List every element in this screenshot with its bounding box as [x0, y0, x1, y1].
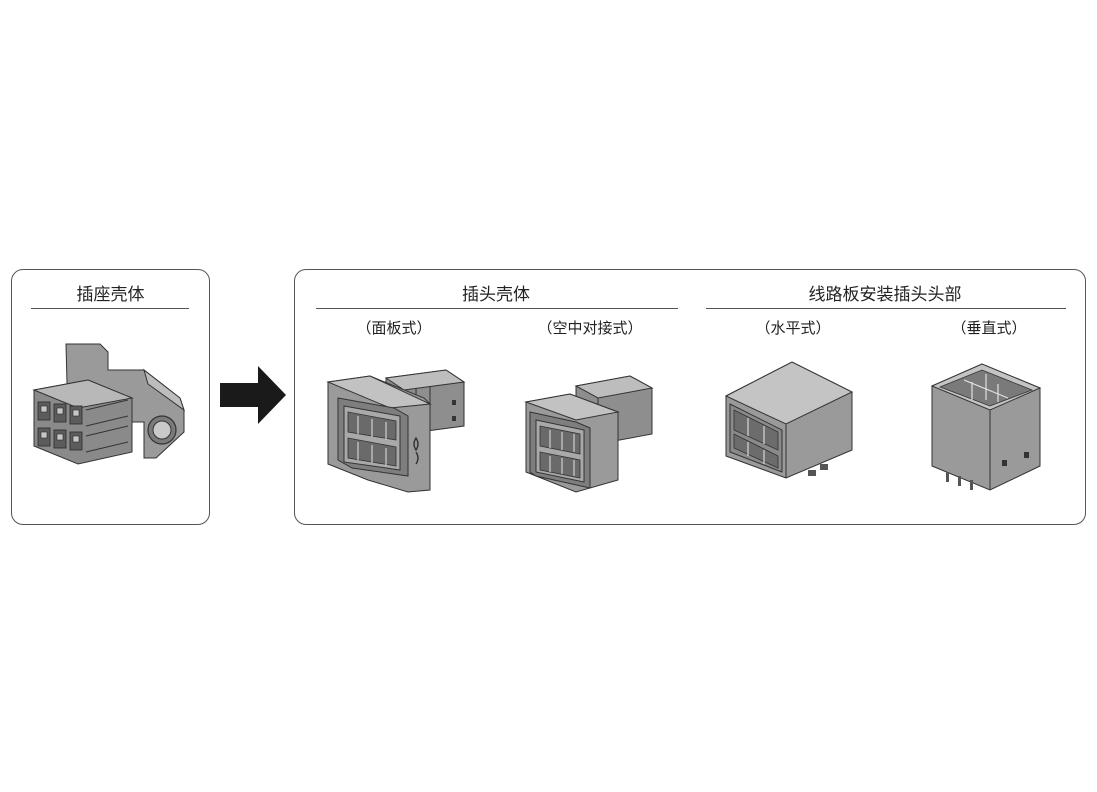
pcb-header-title-rule: [706, 308, 1066, 309]
right-arrow-icon: [220, 366, 288, 424]
receptacle-housing-image: [28, 340, 193, 470]
pcb-variant-horizontal-label: （水平式）: [755, 319, 831, 337]
plug-title: 插头壳体: [462, 285, 530, 305]
pcb-variant-vertical-label: （垂直式）: [951, 319, 1027, 337]
pcb-header-title: 线路板安装插头头部: [808, 285, 962, 305]
receptacle-title: 插座壳体: [76, 285, 145, 305]
plug-title-rule: [316, 308, 678, 309]
horizontal-pcb-header-image: [722, 360, 856, 480]
cable-mount-plug-image: [518, 372, 658, 494]
vertical-pcb-header-image: [928, 360, 1046, 496]
panel-mount-plug-image: [324, 364, 469, 496]
plug-variant-cable-mount-label: （空中对接式）: [537, 319, 643, 337]
plug-variant-panel-mount-label: （面板式）: [356, 319, 432, 337]
receptacle-title-rule: [31, 308, 189, 309]
